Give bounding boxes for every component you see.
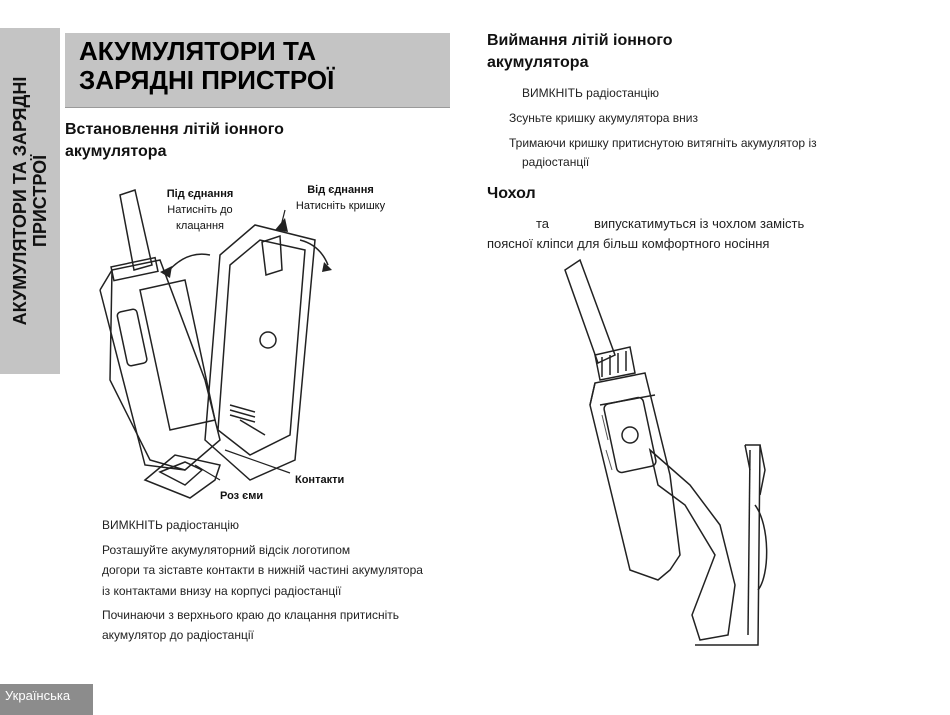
install-step-2-cont2: із контактами внизу на корпусі радіостан… — [102, 584, 342, 598]
page-title: АКУМУЛЯТОРИ ТА ЗАРЯДНІ ПРИСТРОЇ — [79, 36, 335, 95]
install-step-2: Розташуйте акумуляторний відсік логотипо… — [102, 543, 351, 557]
label-connect-title: Під єднання — [166, 188, 234, 200]
remove-step-3: Тримаючи кришку притиснутою витягніть ак… — [509, 136, 817, 150]
remove-heading: Виймання літій іонного акумулятора — [487, 32, 673, 71]
holster-illustration — [564, 258, 768, 646]
install-step-3-cont: акумулятор до радіостанції — [102, 628, 254, 642]
remove-step-2: Зсуньте кришку акумулятора вниз — [509, 111, 698, 125]
holster-text-b: випускатимуться із чохлом замість — [594, 216, 805, 231]
remove-step-3-cont: радіостанції — [522, 155, 590, 169]
label-disconnect: Від єднання Натисніть кришку — [283, 182, 398, 214]
remove-step-1: ВИМКНІТЬ радіостанцію — [522, 86, 660, 100]
page-title-box: АКУМУЛЯТОРИ ТА ЗАРЯДНІ ПРИСТРОЇ — [65, 33, 450, 108]
holster-text-a: та — [536, 216, 550, 231]
language-footer: Українська — [0, 684, 93, 715]
install-step-2-cont: догори та зіставте контакти в нижній час… — [102, 563, 423, 577]
label-slots: Роз єми — [220, 490, 264, 502]
install-heading: Встановлення літій іонного акумулятора — [65, 121, 284, 160]
side-section-label: АКУМУЛЯТОРИ ТА ЗАРЯДНІ ПРИСТРОЇ — [10, 76, 50, 326]
side-section-tab: АКУМУЛЯТОРИ ТА ЗАРЯДНІ ПРИСТРОЇ — [0, 28, 60, 374]
holster-text-line2: поясної кліпси для більш комфортного нос… — [487, 236, 770, 251]
label-connect: Під єднання Натисніть до клацання — [150, 186, 250, 234]
install-step-1: ВИМКНІТЬ радіостанцію — [102, 518, 240, 532]
holster-heading: Чохол — [487, 185, 536, 202]
label-disconnect-title: Від єднання — [307, 184, 374, 196]
battery-install-illustration — [99, 189, 332, 499]
install-step-3: Починаючи з верхнього краю до клацання п… — [102, 608, 400, 622]
label-contacts: Контакти — [295, 474, 345, 486]
label-disconnect-text: Натисніть кришку — [295, 200, 386, 212]
label-connect-text: Натисніть до клацання — [167, 204, 233, 232]
